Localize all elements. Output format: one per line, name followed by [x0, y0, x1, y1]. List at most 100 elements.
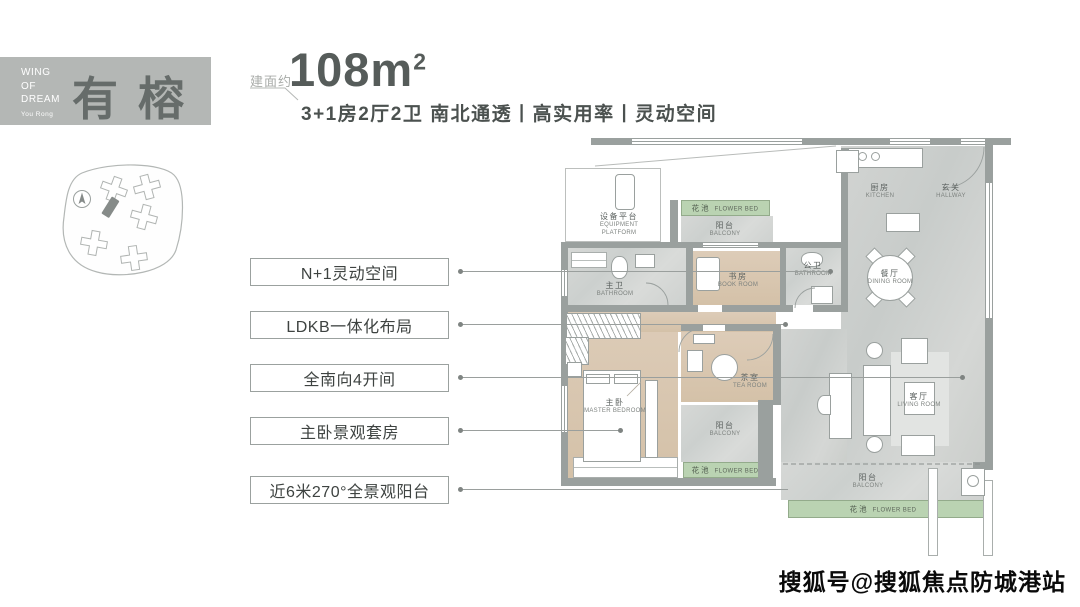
- window: [890, 138, 930, 145]
- door-gap: [703, 324, 725, 331]
- brand-wing-text: WING OF DREAM: [21, 67, 61, 105]
- side-table: [866, 436, 883, 453]
- tea-cabinet: [693, 334, 715, 344]
- feature-label: LDKB一体化布局: [286, 319, 413, 336]
- bed: [583, 370, 641, 462]
- room-label-flower-bed-north: 花池 FLOWER BED: [691, 203, 759, 213]
- window: [703, 242, 758, 248]
- brand-pinyin: You Rong: [21, 111, 54, 118]
- dining-table: [867, 255, 913, 301]
- leader-dot: [458, 428, 463, 433]
- watermark: 搜狐号@搜狐焦点防城港站: [778, 569, 1066, 595]
- leader-dot: [458, 487, 463, 492]
- room-label-guest-bathroom: 公卫 BATHROOM: [794, 260, 832, 278]
- sink: [811, 286, 833, 304]
- flower-bed-north: [681, 200, 770, 216]
- laundry-drum: [967, 475, 979, 487]
- feature-box-4: 主卧景观套房: [250, 417, 449, 445]
- room-label-living-room: 客厅 LIVING ROOM: [897, 391, 941, 409]
- door-gap: [793, 305, 813, 312]
- room-label-tea-room: 茶室 TEA ROOM: [732, 373, 768, 390]
- room-label-equipment-platform: 设备平台 EQUIPMENT PLATFORM: [599, 212, 639, 237]
- leader-line-1: [460, 271, 831, 272]
- wardrobe: [566, 313, 641, 339]
- side-table: [866, 342, 883, 359]
- toilet: [611, 256, 628, 279]
- leader-line-3: [460, 377, 963, 378]
- building-footprints: [80, 173, 162, 272]
- wall-fin: [983, 480, 993, 556]
- pillow: [586, 374, 610, 384]
- wall: [561, 478, 763, 486]
- brand-box: WING OF DREAM You Rong 有榕: [0, 57, 211, 125]
- room-label-dining-room: 餐厅 DINING ROOM: [867, 268, 913, 286]
- sink: [635, 254, 655, 268]
- wall: [681, 324, 781, 331]
- leader-dot: [783, 322, 788, 327]
- wall: [985, 318, 993, 462]
- equipment-platform: [565, 168, 661, 242]
- entry-door-arc: [942, 146, 985, 189]
- kitchen-island-sink: [886, 213, 920, 232]
- bedroom-door-arc: [678, 327, 704, 353]
- tea-door-arc: [746, 333, 774, 361]
- brand-title: 有榕: [72, 73, 204, 125]
- wall-fin: [928, 468, 938, 556]
- room-label-master-bathroom: 主卫 BATHROOM: [596, 280, 634, 298]
- floor-balcony-north: [681, 216, 773, 244]
- roof-line: [594, 145, 837, 167]
- ac-unit: [615, 174, 635, 210]
- window: [985, 183, 993, 318]
- window: [561, 386, 568, 432]
- room-label-flower-bed-mid: 花池 FLOWER BED: [691, 465, 759, 475]
- tea-table: [711, 354, 738, 381]
- area-superscript: 2: [413, 48, 428, 75]
- room-label-master-bedroom: 主卧 MASTER BEDROOM: [584, 397, 646, 415]
- armchair: [901, 338, 928, 364]
- floor-plan: 设备平台 EQUIPMENT PLATFORM 花池 FLOWER BED 阳台…: [553, 130, 1018, 558]
- feature-label: 近6米270°全景观阳台: [269, 484, 430, 501]
- area-prefix: 建面约: [250, 74, 293, 89]
- wall: [670, 200, 678, 245]
- wall: [780, 242, 786, 312]
- window-bench: [645, 380, 658, 458]
- plan-linework: [594, 145, 985, 465]
- wall: [973, 462, 993, 470]
- leader-dot: [960, 375, 965, 380]
- feature-box-2: LDKB一体化布局: [250, 311, 449, 339]
- room-label-balcony-south: 阳台 BALCONY: [852, 472, 884, 490]
- feature-box-1: N+1灵动空间: [250, 258, 449, 286]
- area-value: 108m2: [289, 42, 427, 97]
- leader-dot: [618, 428, 623, 433]
- room-label-balcony-north: 阳台 BALCONY: [709, 220, 741, 238]
- leader-dot: [458, 269, 463, 274]
- feature-label: 主卧景观套房: [299, 425, 399, 442]
- room-label-balcony-mid: 阳台 BALCONY: [709, 420, 741, 438]
- compass-icon: [73, 190, 91, 208]
- wall: [686, 242, 693, 312]
- sofa: [863, 365, 891, 436]
- room-label-flower-bed-south: 花池 FLOWER BED: [849, 504, 917, 514]
- window: [961, 138, 989, 145]
- bench: [901, 435, 935, 456]
- leader-dot: [458, 322, 463, 327]
- area-underline: [250, 87, 299, 101]
- stove-burner: [871, 152, 880, 161]
- feature-box-5: 近6米270°全景观阳台: [250, 476, 449, 504]
- area-number: 108m: [289, 43, 414, 96]
- shower: [571, 252, 607, 268]
- door-gap: [698, 305, 722, 312]
- tea-chair: [687, 350, 703, 372]
- site-plan-map: [62, 164, 184, 276]
- wall: [561, 242, 568, 485]
- feature-label: N+1灵动空间: [300, 266, 399, 283]
- wall: [985, 138, 993, 183]
- bath-door-arc: [794, 287, 816, 309]
- leader-line-5: [460, 489, 788, 490]
- headline-subtitle: 3+1房2厅2卫 南北通透丨高实用率丨灵动空间: [301, 104, 718, 125]
- fridge: [836, 150, 859, 173]
- leader-dot: [828, 269, 833, 274]
- window: [632, 138, 802, 145]
- floor-balcony-mid: [681, 405, 773, 462]
- book-room-bed: [696, 257, 720, 291]
